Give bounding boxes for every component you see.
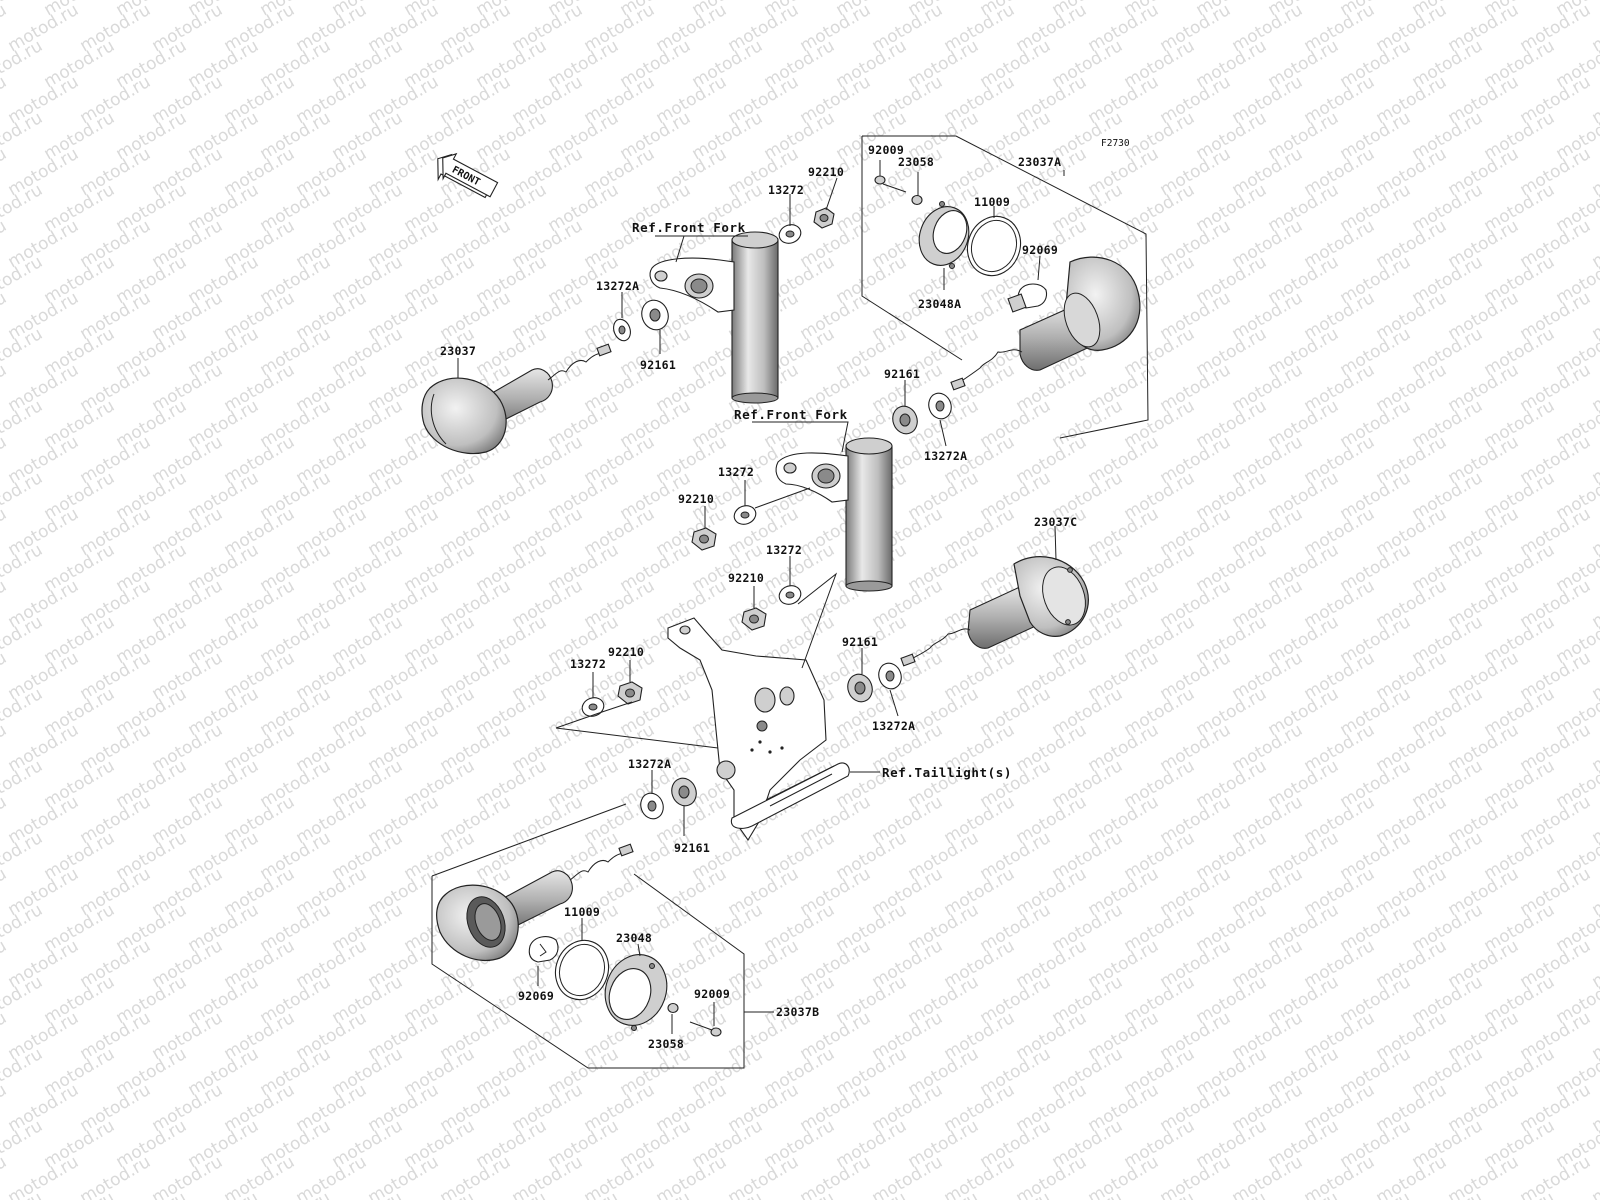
label-23037B: 23037B: [776, 1005, 819, 1019]
label-92161-upper-right: 92161: [884, 367, 920, 381]
ref-front-fork-lower: Ref.Front Fork: [734, 407, 848, 422]
label-92069-upper: 92069: [1022, 243, 1058, 257]
label-92069-lower: 92069: [518, 989, 554, 1003]
nut-92210-upper: [813, 207, 835, 229]
label-92210-upper: 92210: [808, 165, 844, 179]
front-fork-tube-lower: [845, 437, 893, 592]
label-23037A: 23037A: [1018, 155, 1061, 169]
front-fork-tube-upper: [731, 231, 779, 404]
label-23058-lower: 23058: [648, 1037, 684, 1051]
diagram-code: F2730: [1101, 138, 1130, 149]
label-92161-right: 92161: [842, 635, 878, 649]
collar-23058-upper: [911, 194, 923, 206]
label-92210-lower: 92210: [728, 571, 764, 585]
watermark-text: motod.ru: [1589, 1152, 1600, 1200]
collar-23058-lower: [667, 1002, 679, 1014]
label-92009-lower: 92009: [694, 987, 730, 1001]
nut-92210-mid: [691, 527, 717, 551]
label-23048A: 23048A: [918, 297, 961, 311]
ref-taillight: Ref.Taillight(s): [882, 765, 1012, 780]
label-11009-upper: 11009: [974, 195, 1010, 209]
label-23058-upper: 23058: [898, 155, 934, 169]
label-13272-lower: 13272: [766, 543, 802, 557]
bulb-92069-lower: [528, 936, 559, 963]
label-13272-left: 13272: [570, 657, 606, 671]
label-23048: 23048: [616, 931, 652, 945]
washer-13272-mid: [733, 505, 757, 525]
label-92210-left: 92210: [608, 645, 644, 659]
label-92161-lower-left: 92161: [674, 841, 710, 855]
ref-front-fork-upper: Ref.Front Fork: [632, 220, 746, 235]
label-92161-upper-left: 92161: [640, 358, 676, 372]
label-13272A-lower-left: 13272A: [628, 757, 671, 771]
label-13272A-upper-right: 13272A: [924, 449, 967, 463]
label-11009-lower: 11009: [564, 905, 600, 919]
label-13272-upper: 13272: [768, 183, 804, 197]
label-13272A-right: 13272A: [872, 719, 915, 733]
label-23037C: 23037C: [1034, 515, 1077, 529]
label-92210-mid: 92210: [678, 492, 714, 506]
label-13272-mid: 13272: [718, 465, 754, 479]
label-23037: 23037: [440, 344, 476, 358]
label-13272A-upper-left: 13272A: [596, 279, 639, 293]
